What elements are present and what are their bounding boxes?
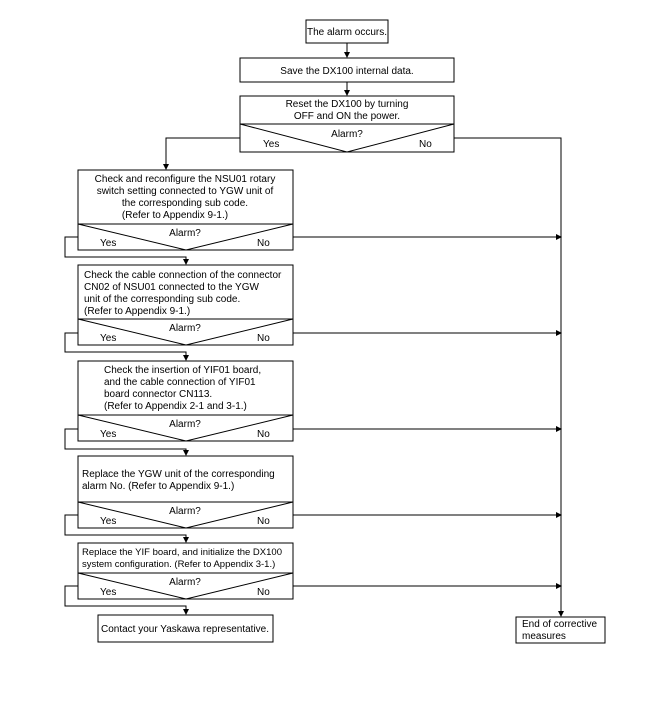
reset-text-line: OFF and ON the power. <box>294 111 400 122</box>
decision-wedge <box>77 318 294 346</box>
decision-wedge <box>77 414 294 442</box>
step-5-text-line: Replace the YIF board, and initialize th… <box>82 547 282 558</box>
step-5-text-line: system configuration. (Refer to Appendix… <box>82 559 275 570</box>
decision-yes-label: Yes <box>100 587 116 598</box>
decision-yes-label: Yes <box>263 139 279 150</box>
decision-question: Alarm? <box>169 577 201 588</box>
arrow-head <box>183 609 189 615</box>
step-1-box <box>77 169 294 251</box>
step-3-box <box>77 360 294 442</box>
decision-no-label: No <box>257 429 270 440</box>
decision-no-label: No <box>257 516 270 527</box>
decision-wedge <box>77 572 294 600</box>
arrow-head <box>556 512 562 518</box>
decision-no-label: No <box>257 587 270 598</box>
decision-no-label: No <box>419 139 432 150</box>
arrow-head <box>163 164 169 170</box>
yes-connector <box>165 137 240 165</box>
arrow-head <box>556 583 562 589</box>
arrow-head <box>558 611 564 617</box>
yes-connector <box>64 332 187 356</box>
decision-wedge <box>77 223 294 251</box>
step-2-text-line: unit of the corresponding sub code. <box>84 294 240 305</box>
arrow-head <box>344 90 350 96</box>
step-3-text-line: board connector CN113. <box>104 389 212 400</box>
step-1-text-line: (Refer to Appendix 9-1.) <box>122 210 228 221</box>
step-1-text-line: the corresponding sub code. <box>122 198 248 209</box>
yes-connector <box>64 236 187 260</box>
no-connector <box>454 137 562 612</box>
arrow-head <box>556 234 562 240</box>
decision-question: Alarm? <box>169 506 201 517</box>
step-2-text-line: Check the cable connection of the connec… <box>84 270 282 281</box>
decision-yes-label: Yes <box>100 333 116 344</box>
step-3-text-line: Check the insertion of YIF01 board, <box>104 365 261 376</box>
step-1-text-line: switch setting connected to YGW unit of <box>97 186 274 197</box>
step-2-text-line: CN02 of NSU01 connected to the YGW <box>84 282 259 293</box>
yes-connector <box>64 428 187 451</box>
decision-yes-label: Yes <box>100 238 116 249</box>
step-2-box <box>77 264 294 346</box>
decision-wedge <box>239 123 455 153</box>
yes-connector <box>64 585 187 610</box>
step-3-text-line: (Refer to Appendix 2-1 and 3-1.) <box>104 401 247 412</box>
end-box <box>515 616 606 644</box>
save-text: Save the DX100 internal data. <box>280 66 413 77</box>
decision-no-label: No <box>257 238 270 249</box>
arrow-head <box>556 330 562 336</box>
arrow-head <box>344 52 350 58</box>
arrow-head <box>183 537 189 543</box>
arrow-head <box>183 450 189 456</box>
arrow-head <box>183 355 189 361</box>
decision-question: Alarm? <box>169 323 201 334</box>
step-3-text-line: and the cable connection of YIF01 <box>104 377 256 388</box>
arrow-head <box>556 426 562 432</box>
decision-no-label: No <box>257 333 270 344</box>
end-text-line: measures <box>522 631 566 642</box>
start-text: The alarm occurs. <box>307 27 387 38</box>
step-1-text-line: Check and reconfigure the NSU01 rotary <box>95 174 276 185</box>
reset-text-line: Reset the DX100 by turning <box>286 99 409 110</box>
step-4-text-line: alarm No. (Refer to Appendix 9-1.) <box>82 481 234 492</box>
decision-wedge <box>77 501 294 529</box>
step-5-box <box>77 542 294 600</box>
step-2-text-line: (Refer to Appendix 9-1.) <box>84 306 190 317</box>
end-text-line: End of corrective <box>522 619 597 630</box>
step-4-box <box>77 455 294 529</box>
contact-text: Contact your Yaskawa representative. <box>101 624 269 635</box>
decision-yes-label: Yes <box>100 516 116 527</box>
decision-yes-label: Yes <box>100 429 116 440</box>
step-4-text-line: Replace the YGW unit of the correspondin… <box>82 469 275 480</box>
save-box <box>239 57 455 83</box>
arrow-head <box>183 259 189 265</box>
decision-question: Alarm? <box>169 228 201 239</box>
decision-question: Alarm? <box>331 129 363 140</box>
contact-box <box>97 614 274 643</box>
decision-question: Alarm? <box>169 419 201 430</box>
yes-connector <box>64 514 187 538</box>
